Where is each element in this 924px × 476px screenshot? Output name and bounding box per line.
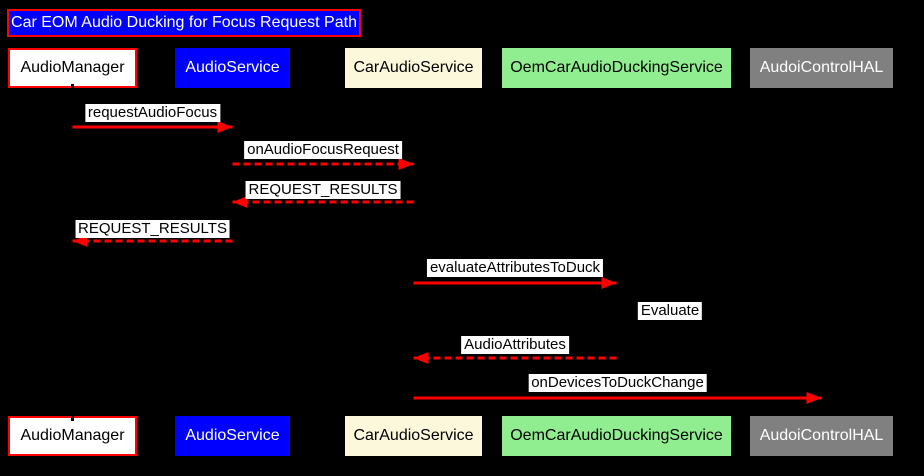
message-label-3: REQUEST_RESULTS: [75, 220, 230, 238]
actor-oem-car-audio-ducking-service-top: OemCarAudioDuckingService: [502, 48, 731, 88]
actor-audoi-control-hal-bottom: AudoiControlHAL: [750, 416, 893, 456]
actor-audio-service-bottom: AudioService: [175, 416, 290, 456]
actor-audoi-control-hal-top: AudoiControlHAL: [750, 48, 893, 88]
actor-audio-service-top: AudioService: [175, 48, 290, 88]
actor-audio-manager-bottom: AudioManager: [8, 416, 137, 456]
diagram-title: Car EOM Audio Ducking for Focus Request …: [7, 9, 361, 37]
message-label-0: requestAudioFocus: [84, 104, 221, 122]
message-label-4: evaluateAttributesToDuck: [426, 259, 604, 277]
message-label-2: REQUEST_RESULTS: [245, 181, 401, 199]
actor-car-audio-service-top: CarAudioService: [345, 48, 482, 88]
message-label-5: Evaluate: [637, 302, 703, 320]
actor-car-audio-service-bottom: CarAudioService: [345, 416, 482, 456]
message-label-6: AudioAttributes: [461, 336, 569, 354]
actor-oem-car-audio-ducking-service-bottom: OemCarAudioDuckingService: [502, 416, 731, 456]
message-label-1: onAudioFocusRequest: [244, 141, 402, 159]
message-label-7: onDevicesToDuckChange: [528, 374, 707, 392]
actor-audio-manager-top: AudioManager: [8, 48, 137, 88]
